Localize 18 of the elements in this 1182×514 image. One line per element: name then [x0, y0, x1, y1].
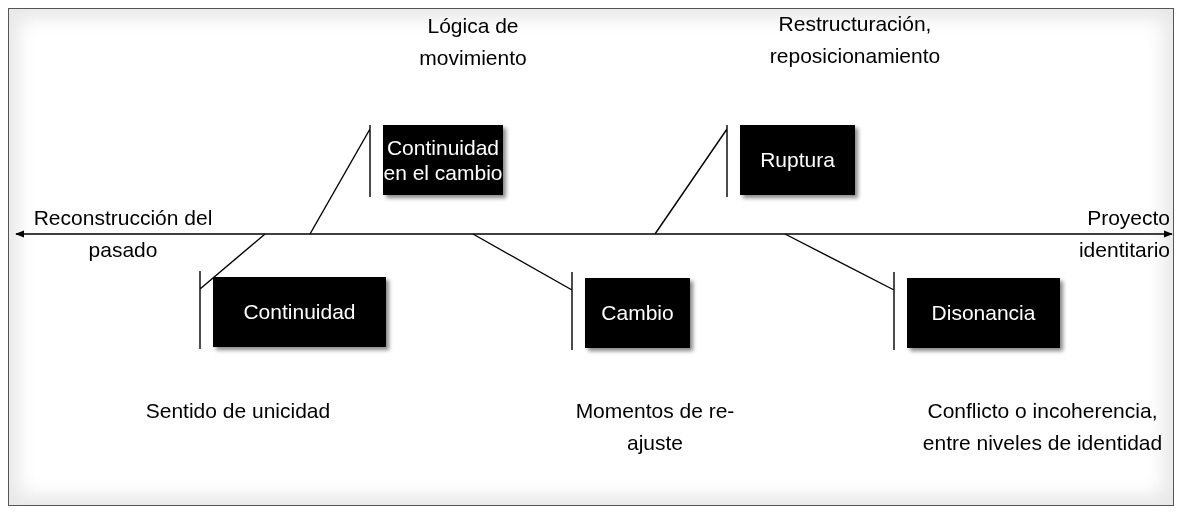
label-box: Continuidad en el cambio	[383, 125, 503, 195]
connector-line	[309, 124, 371, 235]
label-box: Continuidad	[213, 277, 386, 347]
caption-text: Restructuración, reposicionamiento	[768, 11, 942, 69]
connector-line	[784, 233, 895, 351]
connector-line	[472, 233, 573, 351]
connector-line	[199, 233, 266, 350]
caption-text: Sentido de unicidad	[144, 398, 332, 424]
connector-line	[654, 124, 728, 235]
caption-text: Lógica de movimiento	[418, 13, 528, 71]
label-box: Disonancia	[907, 278, 1060, 348]
caption-text: Momentos de re-ajuste	[574, 398, 736, 456]
label-box: Cambio	[585, 278, 690, 348]
end-label: Proyecto identitario	[1010, 202, 1170, 265]
double-arrow	[15, 230, 1173, 238]
label-box: Ruptura	[740, 125, 855, 195]
end-label: Reconstrucción del pasado	[28, 202, 218, 265]
caption-text: Conflicto o incoherencia, entre niveles de identidad	[921, 398, 1164, 456]
